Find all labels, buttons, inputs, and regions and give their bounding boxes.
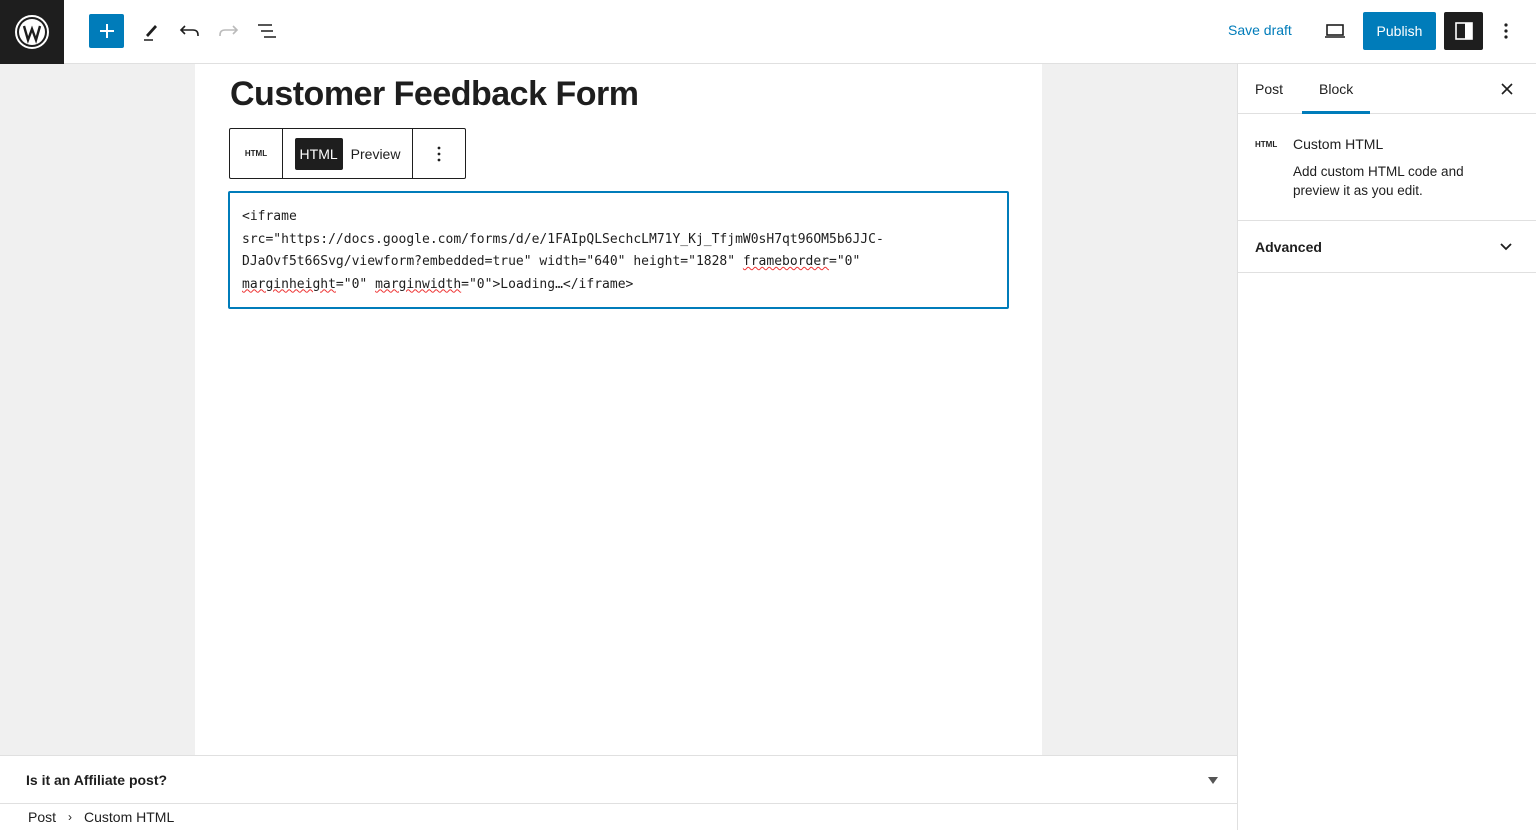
code-token: marginwidth bbox=[375, 276, 462, 292]
meta-box-title: Is it an Affiliate post? bbox=[26, 772, 168, 788]
preview-tab-button[interactable]: Preview bbox=[350, 145, 401, 162]
breadcrumb-item-custom-html[interactable]: Custom HTML bbox=[84, 809, 175, 825]
code-line: src="https://docs.google.com/forms/d/e/1… bbox=[242, 229, 995, 252]
desktop-icon bbox=[1325, 24, 1345, 38]
code-token: DJaOvf5t66Svg/viewform?embedded=true" wi… bbox=[242, 254, 743, 269]
meta-box-affiliate[interactable]: Is it an Affiliate post? bbox=[0, 755, 1237, 804]
save-draft-button[interactable]: Save draft bbox=[1228, 22, 1292, 38]
code-token: ="0" bbox=[829, 254, 861, 269]
html-code-editor[interactable]: <iframe src="https://docs.google.com/for… bbox=[228, 191, 1009, 309]
tools-button[interactable] bbox=[133, 14, 169, 48]
pencil-icon bbox=[144, 25, 157, 41]
tab-block[interactable]: Block bbox=[1302, 64, 1370, 114]
plus-icon bbox=[99, 24, 114, 38]
code-line: DJaOvf5t66Svg/viewform?embedded=true" wi… bbox=[242, 251, 995, 274]
redo-button[interactable] bbox=[210, 14, 246, 48]
code-token: frameborder bbox=[742, 254, 829, 269]
publish-button[interactable]: Publish bbox=[1363, 12, 1436, 50]
options-menu-button[interactable] bbox=[1488, 14, 1524, 48]
tab-post[interactable]: Post bbox=[1255, 81, 1284, 97]
undo-button[interactable] bbox=[172, 14, 208, 48]
list-view-icon bbox=[258, 24, 276, 38]
code-token: <iframe bbox=[242, 209, 297, 224]
html-block-icon: HTML bbox=[244, 149, 268, 158]
html-block-icon: HTML bbox=[1255, 140, 1278, 149]
redo-icon bbox=[219, 25, 239, 36]
block-type-button[interactable]: HTML bbox=[230, 129, 283, 178]
advanced-panel-toggle[interactable]: Advanced bbox=[1238, 221, 1536, 273]
code-token: ="0" bbox=[335, 276, 376, 292]
preview-button[interactable] bbox=[1317, 14, 1353, 48]
add-block-button[interactable] bbox=[89, 14, 124, 48]
code-token: src="https://docs.google.com/forms/d/e/1… bbox=[242, 231, 884, 247]
document-overview-button[interactable] bbox=[249, 14, 285, 48]
code-token: ="0">Loading…</iframe> bbox=[461, 276, 634, 292]
post-title[interactable]: Customer Feedback Form bbox=[230, 75, 639, 113]
block-options-button[interactable] bbox=[413, 129, 465, 178]
chevron-down-icon bbox=[1500, 243, 1512, 251]
editor-canvas bbox=[195, 64, 1042, 755]
block-breadcrumb: Post › Custom HTML bbox=[0, 804, 1237, 830]
settings-sidebar: Post Block HTML Custom HTML Add custom H… bbox=[1237, 64, 1536, 830]
code-token: marginheight bbox=[242, 276, 336, 292]
more-vertical-icon bbox=[437, 146, 441, 161]
sidebar-icon bbox=[1454, 22, 1473, 40]
settings-toggle-button[interactable] bbox=[1444, 12, 1483, 50]
more-vertical-icon bbox=[1504, 23, 1508, 39]
editor-header: Save draft Publish bbox=[0, 0, 1536, 64]
chevron-right-icon: › bbox=[68, 810, 73, 824]
sidebar-tabs: Post Block bbox=[1238, 64, 1536, 114]
breadcrumb-item-post[interactable]: Post bbox=[28, 809, 57, 825]
html-tab-button[interactable]: HTML bbox=[294, 137, 343, 170]
block-name: Custom HTML bbox=[1293, 136, 1384, 152]
wordpress-logo-button[interactable] bbox=[0, 0, 64, 64]
code-line: <iframe bbox=[242, 206, 995, 229]
close-icon[interactable] bbox=[1500, 82, 1514, 96]
undo-icon bbox=[179, 25, 199, 36]
advanced-label: Advanced bbox=[1255, 239, 1322, 255]
block-description: Add custom HTML code and preview it as y… bbox=[1293, 164, 1464, 198]
wordpress-icon bbox=[15, 15, 49, 49]
block-toolbar: HTML HTML Preview bbox=[229, 128, 466, 179]
caret-down-icon bbox=[1208, 777, 1218, 784]
block-card: HTML Custom HTML Add custom HTML code an… bbox=[1238, 114, 1536, 221]
code-line: marginheight="0" marginwidth="0">Loading… bbox=[242, 274, 995, 297]
